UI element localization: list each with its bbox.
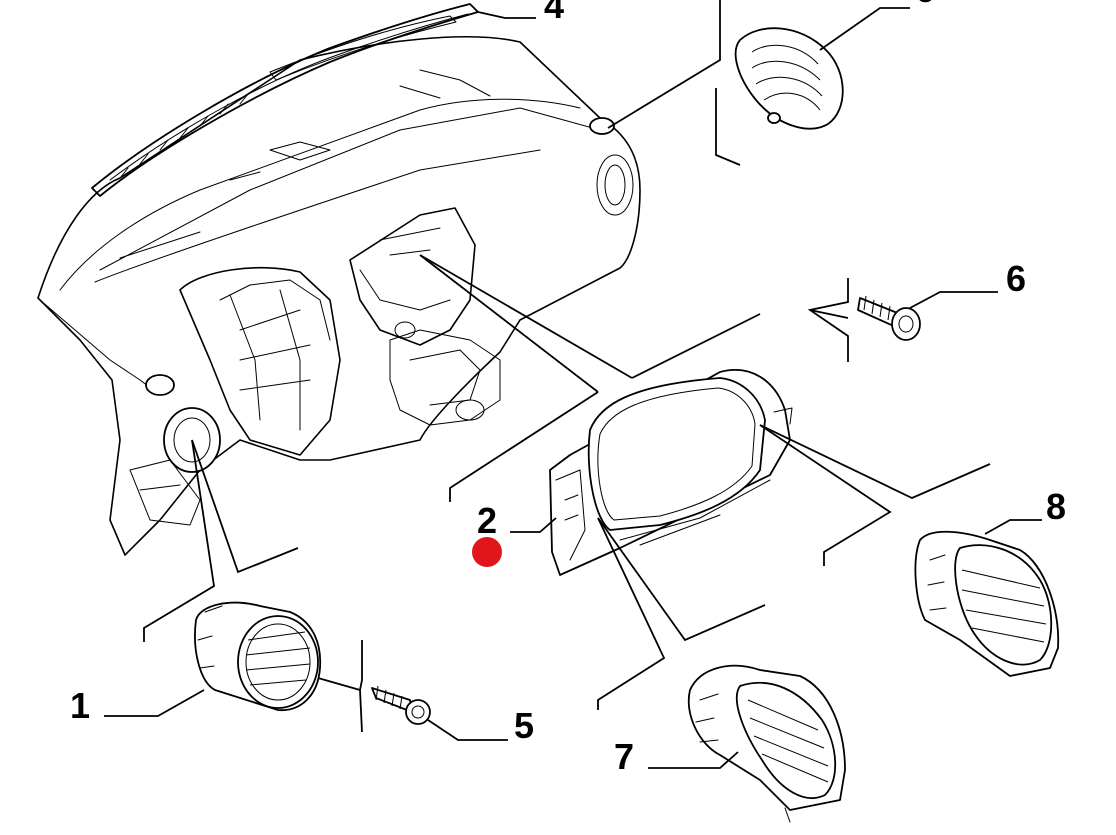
part-2-cluster-bezel xyxy=(549,369,793,576)
callout-5: 5 xyxy=(514,705,534,746)
callout-8: 8 xyxy=(1046,486,1066,527)
callout-labels: 1 2 4 5 6 7 8 9 xyxy=(70,0,1066,777)
callout-1: 1 xyxy=(70,685,90,726)
leader-lines xyxy=(104,0,1042,769)
part-7-center-vent xyxy=(687,664,846,823)
part-8-right-vent xyxy=(914,530,1060,677)
callout-6: 6 xyxy=(1006,258,1026,299)
defroster-vent-strip xyxy=(91,3,479,197)
dashboard-assembly xyxy=(37,3,641,556)
part-5-screw xyxy=(371,685,431,725)
callout-7: 7 xyxy=(614,736,634,777)
part-1-round-vent xyxy=(194,601,322,711)
callout-2: 2 xyxy=(477,500,497,541)
part-9-side-vent xyxy=(734,27,844,130)
callout-9: 9 xyxy=(916,0,936,10)
part-6-screw xyxy=(857,295,921,341)
red-marker-dot xyxy=(472,537,502,567)
callout-4: 4 xyxy=(544,0,564,26)
